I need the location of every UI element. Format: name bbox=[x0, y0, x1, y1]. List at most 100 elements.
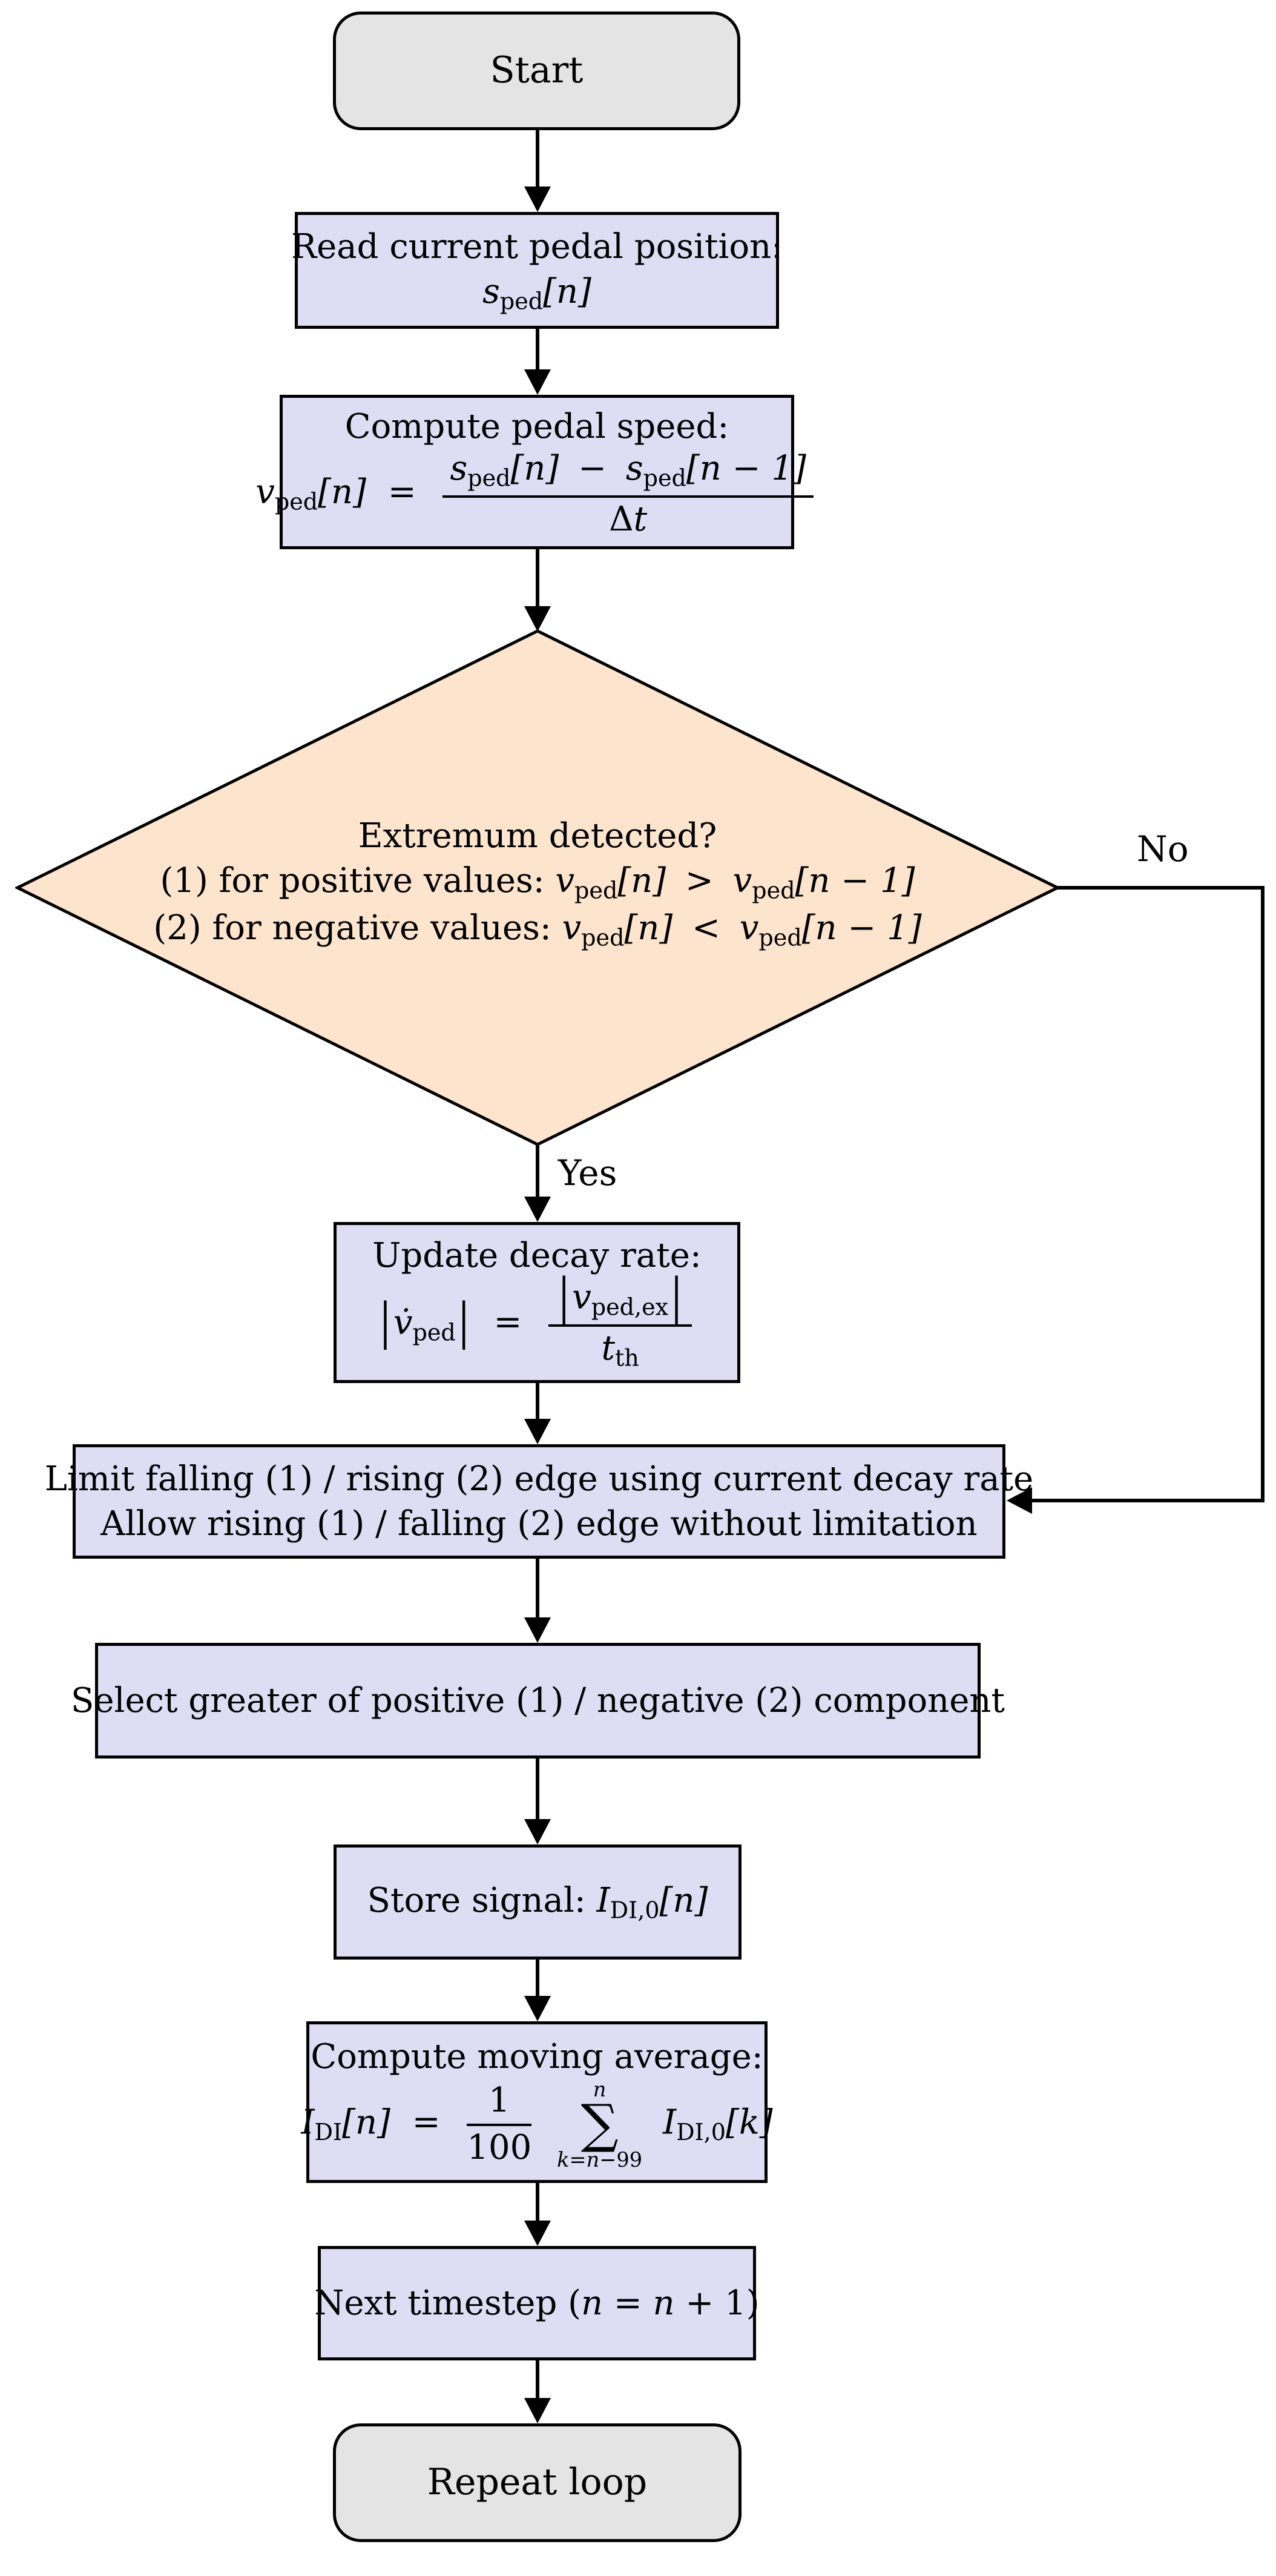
edge-update-limit-arrowhead-icon bbox=[524, 1419, 551, 1444]
fraction-denominator: tth bbox=[548, 1327, 692, 1372]
edge-avg-next-line bbox=[536, 2183, 539, 2223]
edge-decision-update-line bbox=[536, 1144, 539, 1199]
math-subscript: ped bbox=[467, 464, 511, 492]
fraction-denominator: Δt bbox=[442, 498, 813, 539]
process-read-formula: sped[n] bbox=[482, 269, 591, 317]
edge-no-vertical-line bbox=[1261, 886, 1264, 1502]
math-var: v bbox=[555, 860, 575, 900]
math-var: I bbox=[301, 2102, 315, 2142]
edge-limit-select-arrowhead-icon bbox=[524, 1617, 551, 1643]
process-limit-line1: Limit falling (1) / rising (2) edge usin… bbox=[44, 1459, 1034, 1499]
next-text-post: + 1) bbox=[674, 2283, 760, 2323]
process-next-timestep: Next timestep (n = n + 1) bbox=[314, 2246, 760, 2360]
math-var: s bbox=[625, 449, 643, 489]
math-abs-bar: | bbox=[558, 1268, 570, 1326]
math-equals: = bbox=[603, 2283, 653, 2323]
math-subscript: DI,0 bbox=[610, 1897, 660, 1924]
process-moving-average: Compute moving average: IDI[n] = 1 100 n… bbox=[301, 2021, 773, 2183]
process-limit-line2: Allow rising (1) / falling (2) edge with… bbox=[100, 1504, 978, 1544]
edge-avg-next-arrowhead-icon bbox=[524, 2221, 551, 2246]
math-subscript: ped bbox=[274, 488, 318, 515]
math-arg: [n] bbox=[342, 2102, 390, 2142]
math-arg: [n] bbox=[543, 271, 591, 311]
process-store-signal: Store signal: IDI,0[n] bbox=[334, 1844, 742, 1960]
edge-no-top-line bbox=[1057, 886, 1264, 890]
math-minus: − bbox=[578, 449, 607, 489]
math-equals: = bbox=[412, 2102, 441, 2142]
math-arg: [n] bbox=[318, 472, 366, 512]
sigma-icon: ∑ bbox=[580, 2093, 619, 2155]
process-read-position: Read current pedal position: sped[n] bbox=[291, 212, 783, 329]
edge-select-store-line bbox=[536, 1759, 539, 1821]
next-text-pre: Next timestep ( bbox=[314, 2283, 581, 2323]
edge-update-limit-line bbox=[536, 1383, 539, 1421]
summation-upper-limit: n bbox=[593, 2077, 607, 2101]
process-avg-title: Compute moving average: bbox=[311, 2036, 763, 2076]
math-subscript: th bbox=[614, 1344, 639, 1372]
decision-case2: (2) for negative values: vped[n] < vped[… bbox=[84, 906, 992, 953]
decision-case1: (1) for positive values: vped[n] > vped[… bbox=[84, 859, 992, 906]
math-subscript: ped bbox=[581, 924, 625, 951]
math-subscript: ped bbox=[499, 288, 544, 315]
terminal-start-label: Start bbox=[490, 49, 584, 92]
math-arg: [n] bbox=[624, 908, 673, 948]
process-next-content: Next timestep (n = n + 1) bbox=[314, 2281, 759, 2326]
math-var: t bbox=[633, 500, 648, 540]
math-abs-bar: | bbox=[458, 1293, 470, 1351]
process-store-content: Store signal: IDI,0[n] bbox=[367, 1878, 708, 1926]
math-abs-bar: | bbox=[671, 1268, 683, 1326]
math-var: v bbox=[562, 908, 582, 948]
math-var: n bbox=[586, 2147, 600, 2171]
process-update-decay: Update decay rate: |v̇ped| = |vped,ex| t… bbox=[334, 1222, 740, 1383]
edge-next-repeat-line bbox=[536, 2360, 539, 2400]
math-arg: [n] bbox=[659, 1881, 708, 1921]
math-summation: n ∑ k=n−99 bbox=[557, 2079, 642, 2170]
math-var: v bbox=[739, 908, 759, 948]
math-equals: = bbox=[569, 2147, 587, 2171]
process-avg-formula: IDI[n] = 1 100 n ∑ k=n−99 IDI,0[k] bbox=[301, 2079, 772, 2170]
terminal-repeat-label: Repeat loop bbox=[427, 2461, 648, 2504]
process-read-title: Read current pedal position: bbox=[291, 226, 783, 266]
process-update-title: Update decay rate: bbox=[372, 1235, 702, 1275]
process-store-title: Store signal: bbox=[367, 1881, 586, 1921]
math-var: s bbox=[482, 271, 500, 311]
decision-case1-label: (1) for positive values: bbox=[160, 860, 545, 900]
math-var: t bbox=[601, 1328, 615, 1368]
math-var: v bbox=[732, 860, 752, 900]
math-fraction: sped[n] − sped[n − 1] Δt bbox=[442, 449, 814, 540]
edge-limit-select-line bbox=[536, 1559, 539, 1620]
decision-question: Extremum detected? bbox=[358, 816, 717, 856]
math-subscript: ped bbox=[574, 877, 618, 904]
edge-read-compute-arrowhead-icon bbox=[524, 369, 551, 395]
math-arg: [k] bbox=[725, 2102, 773, 2142]
math-subscript: ped bbox=[752, 877, 795, 904]
edge-yes-label: Yes bbox=[558, 1152, 617, 1194]
terminal-start: Start bbox=[333, 12, 740, 130]
edge-start-read-line bbox=[536, 130, 539, 189]
edge-compute-decision-arrowhead-icon bbox=[524, 606, 551, 632]
math-arg: [n] bbox=[510, 449, 559, 489]
math-arg: [n − 1] bbox=[795, 860, 915, 900]
fraction-numerator: sped[n] − sped[n − 1] bbox=[442, 449, 814, 498]
edge-store-avg-line bbox=[536, 1960, 539, 1998]
edge-decision-update-arrowhead-icon bbox=[524, 1197, 551, 1222]
math-var: v bbox=[572, 1277, 591, 1317]
process-select-greater: Select greater of positive (1) / negativ… bbox=[71, 1643, 1005, 1759]
math-subscript: ped bbox=[412, 1319, 456, 1346]
process-update-formula: |v̇ped| = |vped,ex| tth bbox=[377, 1269, 697, 1372]
math-subscript: ped bbox=[643, 464, 686, 492]
math-equals: = bbox=[493, 1303, 522, 1342]
edge-start-read-arrowhead-icon bbox=[524, 187, 551, 212]
edge-store-avg-arrowhead-icon bbox=[524, 1996, 551, 2021]
math-var: v̇ bbox=[393, 1303, 413, 1342]
math-arg: [n] bbox=[617, 860, 666, 900]
math-subscript: DI,0 bbox=[676, 2118, 726, 2145]
math-var: n bbox=[580, 2283, 603, 2323]
edge-no-label: No bbox=[1137, 828, 1189, 870]
math-var: I bbox=[662, 2102, 677, 2142]
edge-no-arrowhead-icon bbox=[1007, 1487, 1032, 1514]
process-compute-speed: Compute pedal speed: vped[n] = sped[n] −… bbox=[255, 395, 814, 549]
edge-next-repeat-arrowhead-icon bbox=[524, 2398, 551, 2423]
math-number: −99 bbox=[599, 2147, 643, 2171]
